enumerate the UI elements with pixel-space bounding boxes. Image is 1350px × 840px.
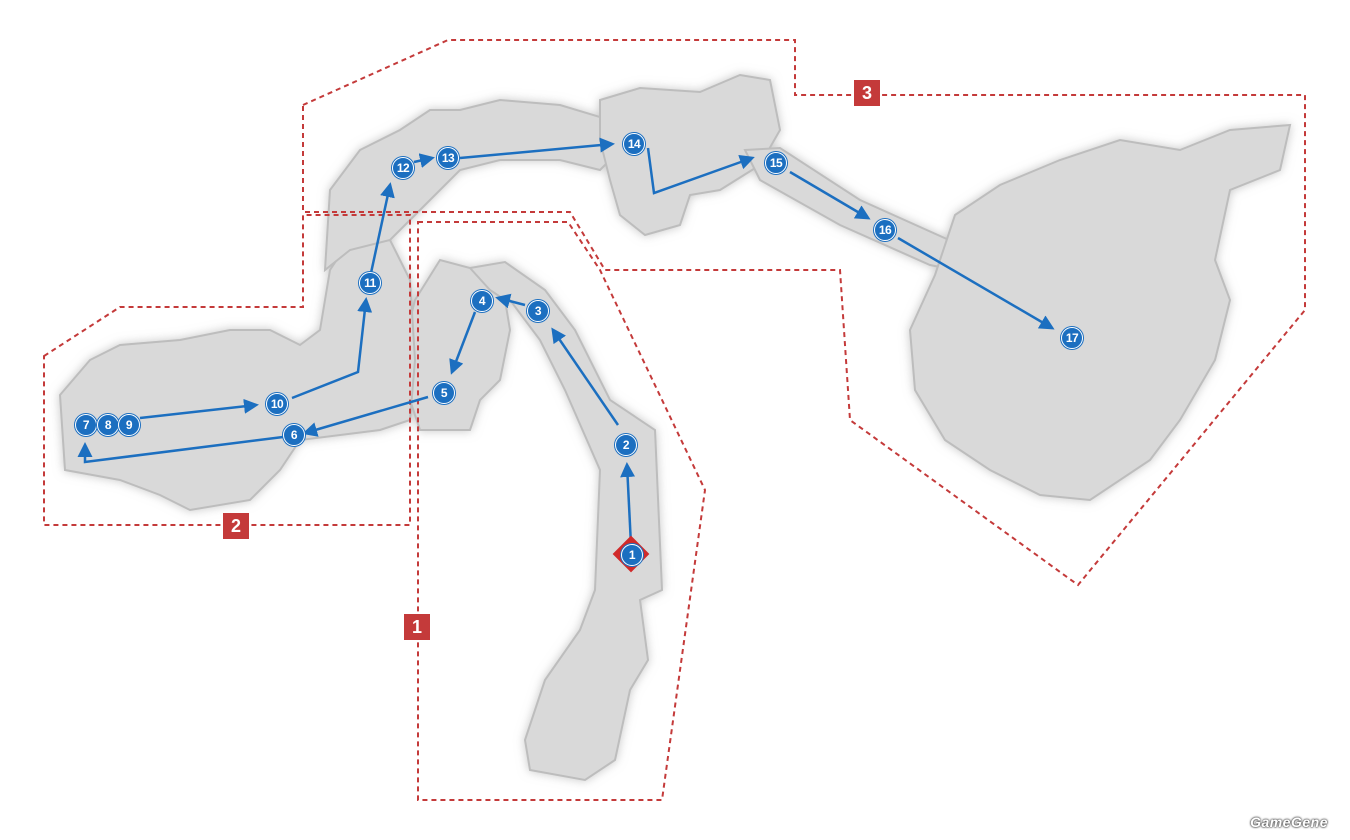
waypoint-9: 9 [118, 414, 140, 436]
floor-keep [599, 73, 782, 237]
zone-2-boundary [43, 214, 411, 526]
waypoint-8: 8 [97, 414, 119, 436]
route-segment-5-6 [302, 395, 429, 437]
route-segment-10-11 [291, 297, 373, 400]
route-segment-12-13 [413, 153, 435, 168]
waypoint-2: 2 [615, 434, 637, 456]
waypoint-6: 6 [283, 424, 305, 446]
route-segment-13-14 [459, 137, 615, 160]
zone-1-boundary [417, 221, 707, 801]
zone-3-boundary [302, 39, 1306, 587]
route-segment-11-12 [369, 182, 395, 274]
waypoint-3: 3 [527, 300, 549, 322]
route-segment-3-4 [495, 293, 526, 309]
floor-island [908, 123, 1292, 502]
waypoint-7: 7 [75, 414, 97, 436]
waypoint-15: 15 [765, 152, 787, 174]
zone-badge-2: 2 [223, 513, 249, 539]
waypoint-1: 1 [621, 544, 643, 566]
zone-badge-3: 3 [854, 80, 880, 106]
zone-badge-1: 1 [404, 614, 430, 640]
route-segment-2-3 [551, 327, 620, 426]
waypoint-12: 12 [392, 157, 414, 179]
watermark-text: GameGene [1250, 814, 1328, 830]
waypoint-11: 11 [359, 272, 381, 294]
route-segment-16-17 [897, 236, 1055, 330]
route-segment-4-5 [449, 311, 477, 375]
waypoint-4: 4 [471, 290, 493, 312]
route-path [77, 137, 1055, 546]
waypoint-10: 10 [266, 393, 288, 415]
waypoint-14: 14 [623, 133, 645, 155]
route-segment-6-7 [77, 435, 284, 464]
route-segment-14-15 [646, 147, 755, 195]
route-segment-1-2 [620, 462, 636, 546]
waypoint-17: 17 [1061, 327, 1083, 349]
floor-south-corridor [468, 260, 664, 782]
route-segment-15-16 [789, 170, 871, 220]
floor-north-passage [323, 98, 622, 273]
waypoint-13: 13 [437, 147, 459, 169]
route-segment-9-10 [139, 398, 259, 420]
waypoint-16: 16 [874, 219, 896, 241]
waypoint-5: 5 [433, 382, 455, 404]
floor-western-hall [58, 239, 417, 512]
zone-boundaries [43, 39, 1306, 801]
map-floor [58, 73, 1292, 782]
